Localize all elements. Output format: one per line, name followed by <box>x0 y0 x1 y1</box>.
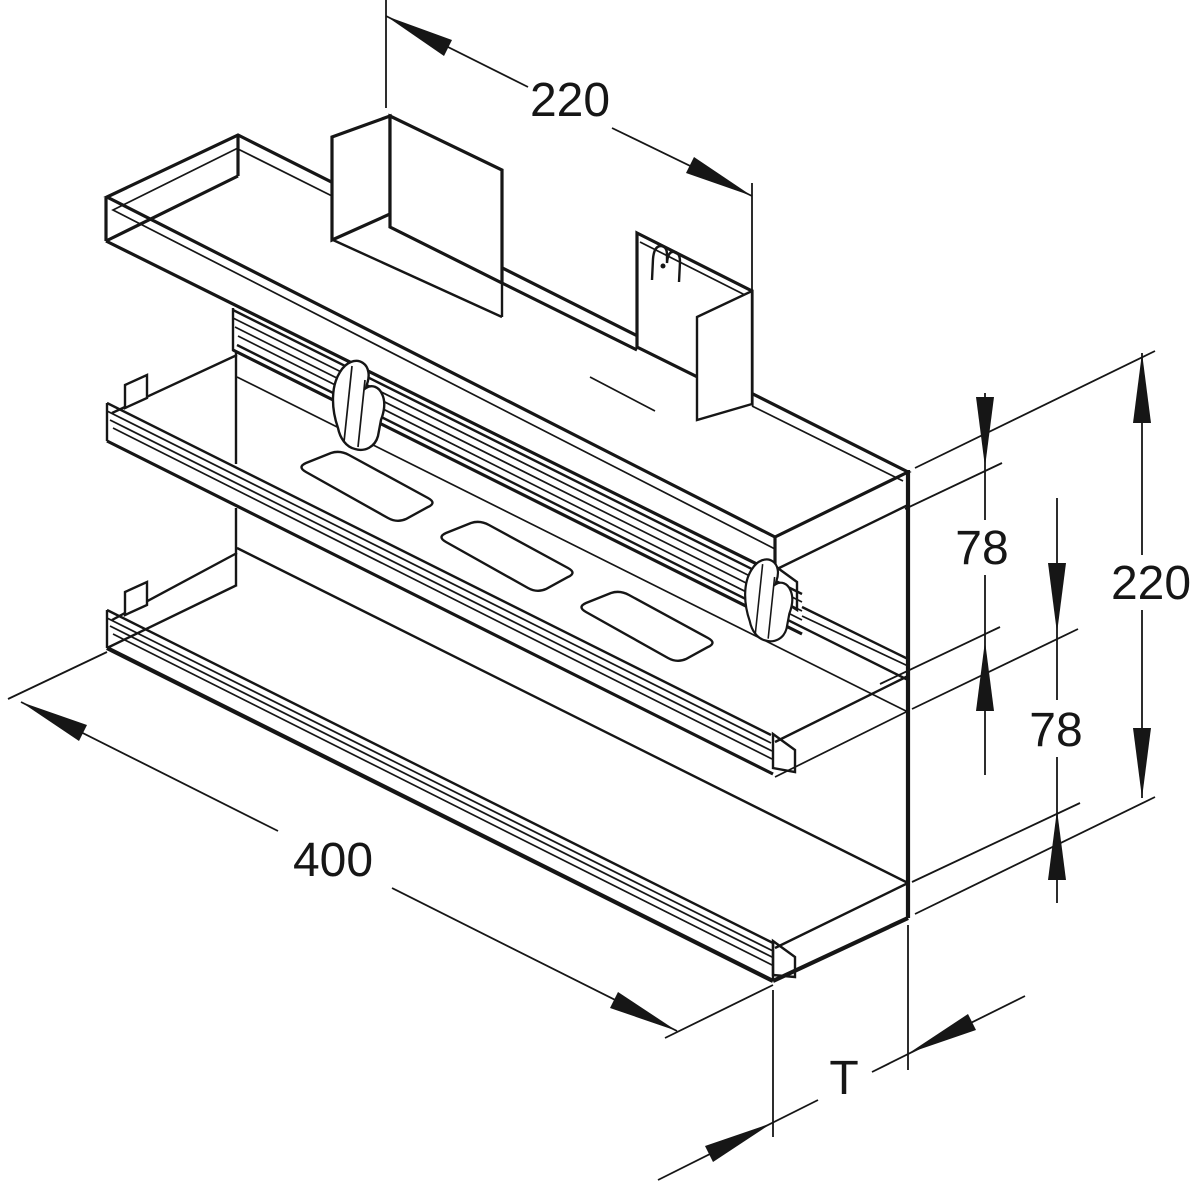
dimension-total-height: 220 <box>914 350 1191 915</box>
dimension-top-length: 220 <box>385 0 753 291</box>
right-end-face <box>772 470 911 983</box>
dim-label-upper-height: 78 <box>955 522 1008 575</box>
knockout-openings <box>300 450 714 662</box>
dimension-upper-height: 78 <box>879 393 1009 775</box>
dimension-depth: T <box>657 925 1026 1181</box>
wire-clamp-icon <box>331 359 386 451</box>
dimension-lower-height: 78 <box>911 498 1083 903</box>
back-flange <box>237 113 904 482</box>
base-tray <box>105 551 797 983</box>
spring-clip-mark <box>650 244 682 283</box>
notch-floor-edge <box>501 281 638 352</box>
wire-clamps <box>331 359 794 643</box>
dim-label-top-length: 220 <box>530 74 610 127</box>
dimension-length: 400 <box>7 651 774 1039</box>
cover-slab <box>103 133 912 613</box>
middle-shelf <box>105 353 797 776</box>
dim-label-total-height: 220 <box>1111 557 1191 610</box>
dim-label-lower-height: 78 <box>1029 704 1082 757</box>
dim-label-depth: T <box>829 1052 858 1105</box>
dim-label-length: 400 <box>293 834 373 887</box>
